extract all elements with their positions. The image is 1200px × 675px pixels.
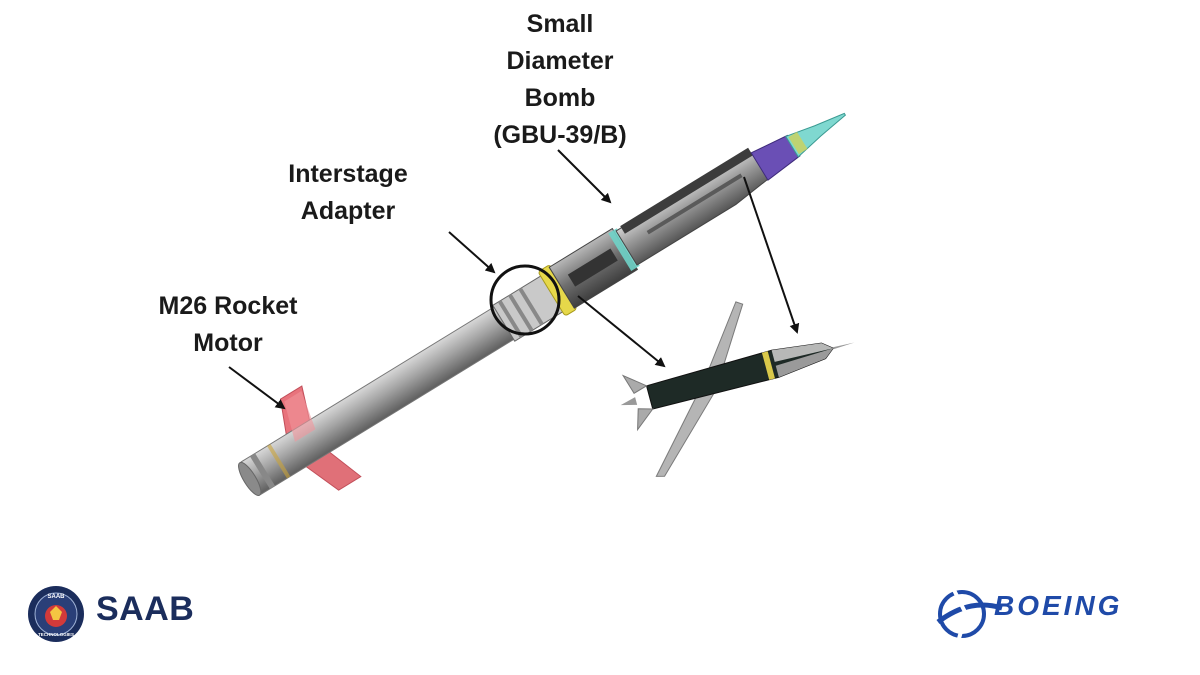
arrow-to-sdb: [557, 149, 612, 204]
saab-wordmark: SAAB: [96, 590, 195, 628]
sdb-label-line-3: Bomb: [524, 84, 596, 112]
adapter-label-line-2: Adapter: [300, 197, 396, 225]
deployed-sdb-probe: [832, 342, 855, 350]
sdb-line: [646, 173, 743, 235]
motor-label-line-1: M26 Rocket: [158, 292, 298, 320]
boeing-wordmark: BOEING: [994, 590, 1123, 621]
arrow-to-adapter: [448, 231, 496, 274]
sdb-dark-strip: [620, 147, 753, 234]
arrow-to-deployed-from-nose: [743, 176, 800, 334]
motor-band-1: [250, 453, 275, 489]
sdb-label-line-1: Small: [526, 10, 594, 38]
canister-detail: [567, 248, 618, 287]
saab-crown-icon: [50, 606, 62, 620]
saab-logo: SAAB TECHNOLOGIES: [28, 586, 84, 642]
sdb-label-line-4: (GBU-39/B): [493, 121, 627, 149]
deployed-sdb-yellow-band: [761, 351, 775, 380]
adapter-rib-1: [497, 300, 524, 339]
tail-fin-1: [621, 374, 648, 394]
small-diameter-bomb-label: Small Diameter Bomb (GBU-39/B): [470, 6, 650, 154]
adapter-label-line-1: Interstage: [288, 160, 408, 188]
saab-seal-top-text: SAAB: [47, 594, 65, 600]
rocket-assembly: [238, 112, 847, 496]
tail-fin-3: [620, 397, 638, 406]
motor-label-line-2: Motor: [193, 329, 263, 357]
fin-highlight: [284, 391, 316, 442]
deployed-sdb: [620, 301, 855, 477]
deployed-sdb-nose-bottom: [775, 348, 834, 378]
deployed-sdb-nose-top: [771, 343, 834, 362]
arrow-to-deployed-from-adapter: [577, 295, 666, 368]
boeing-globe-cut: [952, 589, 969, 643]
adapter-highlight-circle: [489, 264, 561, 336]
rocket-motor-label: M26 Rocket Motor: [128, 288, 328, 362]
boeing-swoosh-icon: [936, 602, 1003, 625]
sdb-label-line-2: Diameter: [506, 47, 614, 75]
saab-seal-bottom-text: TECHNOLOGIES: [38, 632, 74, 637]
tail-fin-2: [637, 408, 654, 432]
motor-nozzle-end: [238, 461, 262, 496]
boeing-globe-icon: [938, 590, 986, 638]
arrow-to-motor: [228, 366, 286, 410]
cyan-nose: [784, 112, 847, 158]
cyan-band-1: [608, 228, 640, 271]
boeing-logo: [936, 589, 1003, 643]
motor-band-2: [267, 443, 291, 479]
interstage-adapter-label: Interstage Adapter: [268, 156, 428, 230]
adapter-rib-2: [508, 293, 534, 332]
nose-yellow-band: [788, 131, 808, 155]
adapter-rib-3: [518, 287, 544, 326]
